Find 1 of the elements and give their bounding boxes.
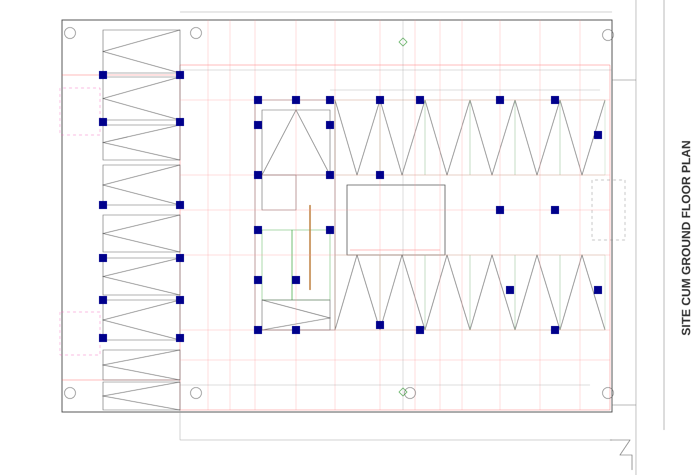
plan-title: SITE CUM GROUND FLOOR PLAN <box>682 141 690 336</box>
